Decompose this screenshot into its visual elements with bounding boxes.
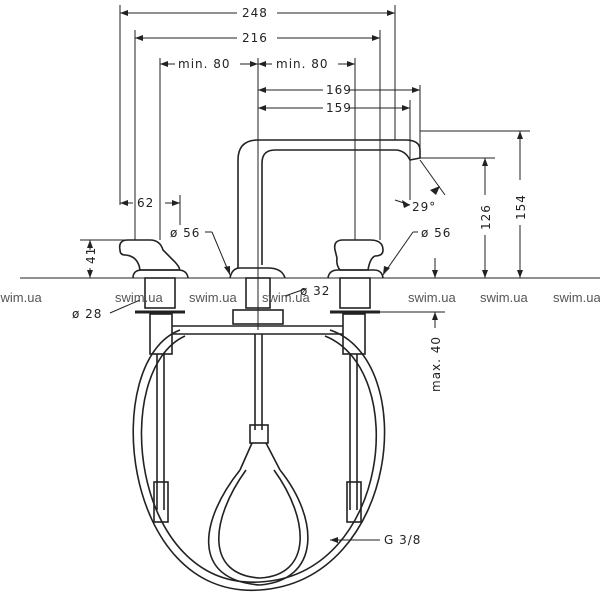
- dim-g38: G 3/8: [384, 533, 421, 547]
- watermark: swim.ua: [262, 290, 310, 305]
- dim-min80-left: min. 80: [178, 57, 231, 71]
- dim-dia32: ø 32: [300, 284, 330, 298]
- dim-dia28: ø 28: [72, 307, 102, 321]
- dim-29deg: 29°: [412, 200, 436, 214]
- dim-min80-right: min. 80: [276, 57, 329, 71]
- dim-169: 169: [326, 83, 352, 97]
- right-handle: [245, 239, 384, 309]
- dimension-lines: [89, 12, 521, 541]
- dim-216: 216: [242, 31, 268, 45]
- dim-159: 159: [326, 101, 352, 115]
- dim-248: 248: [242, 6, 268, 20]
- dim-dia56-left: ø 56: [170, 226, 200, 240]
- watermark: swim.ua: [0, 290, 42, 305]
- left-handle: [118, 239, 189, 309]
- dimension-labels: 248 216 min. 80 min. 80 169 159 62 ø 56 …: [72, 6, 528, 547]
- deck-mounting: [135, 309, 380, 523]
- dim-41: 41: [84, 247, 98, 264]
- dimension-arrows: [87, 10, 523, 543]
- spout: [229, 139, 421, 330]
- dim-126: 126: [479, 204, 493, 230]
- watermark: swim.ua: [480, 290, 528, 305]
- watermark: swim.ua: [553, 290, 600, 305]
- dim-dia56-right: ø 56: [421, 226, 451, 240]
- dim-62: 62: [137, 196, 154, 210]
- dim-154: 154: [514, 194, 528, 220]
- watermarks: swim.ua swim.ua swim.ua swim.ua swim.ua …: [0, 290, 600, 305]
- dim-max40: max. 40: [429, 336, 443, 392]
- watermark: swim.ua: [115, 290, 163, 305]
- watermark: swim.ua: [408, 290, 456, 305]
- watermark: swim.ua: [189, 290, 237, 305]
- hoses: [132, 329, 386, 591]
- extension-lines: [20, 5, 600, 313]
